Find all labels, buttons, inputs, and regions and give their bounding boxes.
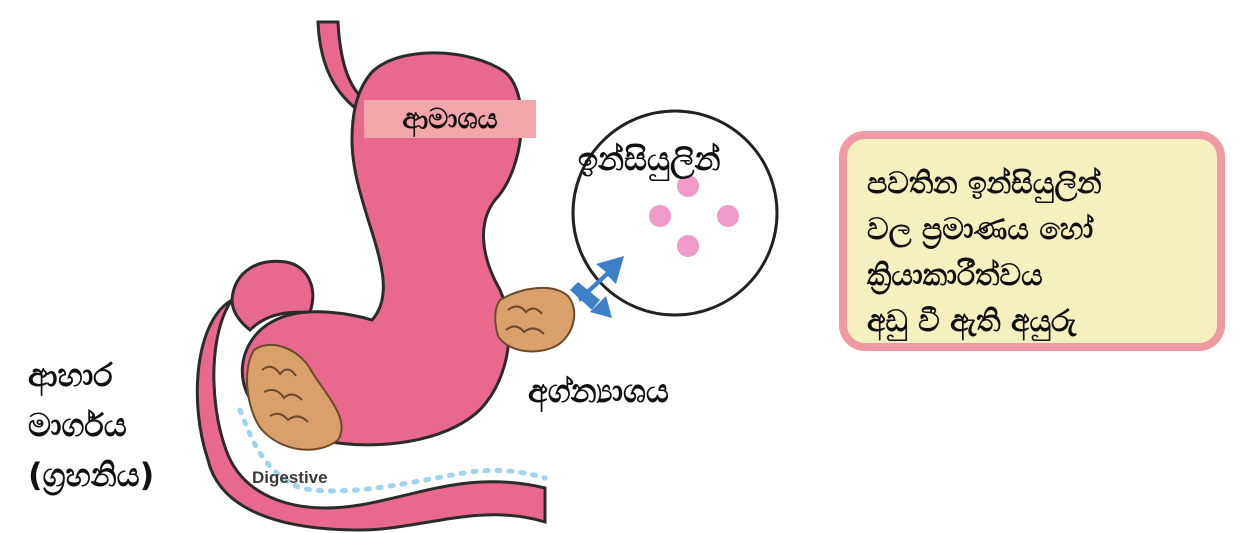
- digestive-tract-line: (ග්‍රහනිය): [28, 450, 154, 500]
- pancreas-right: [495, 288, 574, 352]
- stomach-label: ආමාශය: [364, 100, 536, 138]
- insulin-label: ඉන්සියුලින්: [578, 140, 720, 179]
- pancreas-label: අග්න්‍යාශය: [528, 372, 669, 411]
- digestive-tract-label: ආහාර මාර්ගය (ග්‍රහනිය): [28, 350, 154, 500]
- info-line: ක්‍රියාකාරීත්වය: [867, 253, 1201, 299]
- insulin-particle: [717, 205, 739, 227]
- insulin-particle: [649, 205, 671, 227]
- digestive-tract-line: මාර්ගය: [28, 400, 154, 450]
- digestive-english-label: Digestive: [252, 468, 328, 488]
- info-line: වල ප්‍රමාණය හෝ: [867, 207, 1201, 253]
- insulin-particle: [677, 235, 699, 257]
- info-line: අඩු වී ඇති අයුරු: [867, 299, 1201, 345]
- info-box: පවතින ඉන්සියුලින් වල ප්‍රමාණය හෝ ක්‍රියා…: [839, 131, 1225, 351]
- digestive-tract-line: ආහාර: [28, 350, 154, 400]
- info-line: පවතින ඉන්සියුලින්: [867, 161, 1201, 207]
